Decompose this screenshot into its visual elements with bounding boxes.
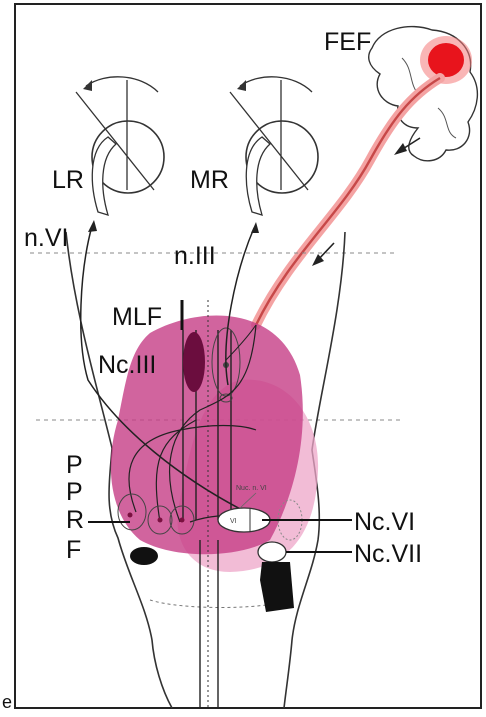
right-eye-axis: [230, 92, 308, 190]
nerve-iii-arrowhead: [251, 222, 259, 233]
nerve-vi-arrowhead: [88, 220, 97, 232]
facial-nucleus: [258, 542, 286, 562]
label-mlf: MLF: [112, 303, 162, 331]
label-vi: VI: [230, 518, 237, 525]
oculomotor-nucleus-left: [183, 332, 205, 392]
pathway-arrowhead: [394, 143, 407, 155]
medial-rectus: [246, 137, 270, 215]
label-n-iii: n.III: [174, 242, 216, 270]
label-corner: e: [2, 692, 12, 712]
label-nc-vi: Nc.VI: [354, 508, 415, 536]
pprf-neuron: [128, 513, 133, 518]
left-eye-axis: [76, 92, 154, 190]
label-fef: FEF: [324, 28, 371, 56]
left-eye-rotation-arrow: [86, 77, 158, 92]
label-pprf-r: R: [66, 506, 84, 534]
label-n-vi: n.VI: [24, 224, 68, 252]
label-mr: MR: [190, 166, 229, 194]
label-nuc-n-vi: Nuc. n. VI: [236, 485, 267, 492]
label-pprf-f: F: [66, 536, 81, 564]
left-eye-rotation-arrowhead: [83, 80, 92, 91]
right-eye-rotation-arrow: [240, 77, 312, 92]
label-pprf-p1: P: [66, 451, 83, 479]
label-nc-vii: Nc.VII: [354, 540, 422, 568]
pprf-neuron: [158, 518, 163, 523]
label-nc-iii: Nc.III: [98, 351, 156, 379]
dark-nucleus: [130, 547, 158, 565]
right-eye-rotation-arrowhead: [237, 80, 246, 91]
label-pprf-p2: P: [66, 478, 83, 506]
lateral-rectus: [92, 137, 116, 215]
label-lr: LR: [52, 166, 84, 194]
facial-nerve-tract: [260, 562, 294, 612]
pprf-neuron: [180, 518, 185, 523]
frontal-eye-field: [428, 43, 464, 77]
